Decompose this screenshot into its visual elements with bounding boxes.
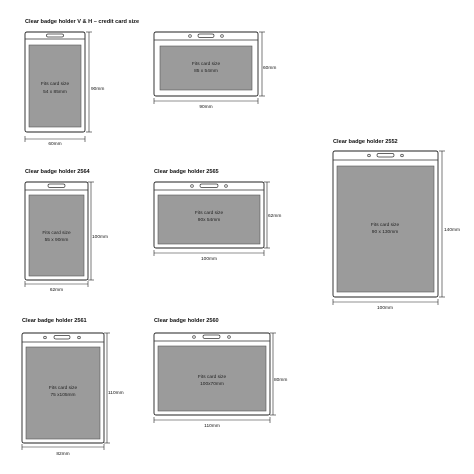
punch-hole [224, 184, 228, 188]
card-label: Fits card size [198, 374, 227, 380]
badge-title: Clear badge holder 2552 [333, 139, 398, 145]
punch-hole [43, 335, 47, 340]
height-label: 100mm [92, 234, 108, 240]
slot-punch [376, 153, 395, 158]
card-size: 90x 54mm [198, 217, 220, 223]
card-size: 100x70mm [200, 381, 224, 387]
card-label: Fits card size [192, 61, 221, 67]
card-label: Fits card size [195, 210, 224, 216]
card-label: Fits card size [42, 230, 71, 236]
width-label: 60mm [48, 141, 61, 147]
card-label: Fits card size [41, 81, 70, 87]
punch-hole [188, 34, 192, 38]
width-label: 100mm [377, 305, 393, 311]
card-label: Fits card size [371, 222, 400, 228]
card-window [159, 45, 253, 91]
badge-title: Clear badge holder 2560 [154, 318, 219, 324]
width-dimension [153, 250, 265, 256]
card-size: 90 x 130mm [372, 229, 398, 235]
width-label: 100mm [201, 256, 217, 262]
card-size: 75 x105mm [50, 392, 75, 398]
slot-punch [53, 335, 71, 340]
slot-punch [47, 183, 66, 188]
slot-punch [202, 334, 221, 339]
width-dimension [153, 417, 271, 423]
card-window [28, 44, 82, 128]
height-dimension [86, 31, 92, 133]
badge-holder-2552: Clear badge holder 2552 Fits card size 9… [332, 139, 460, 311]
width-label: 90mm [199, 104, 212, 110]
width-dimension [153, 98, 259, 104]
badge-holder-landscape: Fits card size 85 x 54mm 90mm 60mm [153, 31, 276, 110]
badge-holder-2561: Clear badge holder 2561 Fits card size 7… [21, 318, 124, 457]
badge-holder-v-h: Clear badge holder V & H – credit card s… [24, 19, 139, 147]
height-dimension [88, 181, 94, 281]
width-label: 62mm [50, 287, 63, 293]
card-size: 54 x 85mm [43, 89, 67, 95]
width-dimension [24, 136, 86, 142]
height-label: 90mm [91, 86, 104, 92]
card-window [336, 165, 435, 293]
width-label: 82mm [56, 451, 69, 457]
card-window [28, 194, 85, 277]
card-size: 55 x 90mm [45, 237, 69, 243]
height-dimension [264, 181, 270, 249]
badge-holder-2564: Clear badge holder 2564 Fits card size 5… [24, 169, 108, 293]
card-window [25, 346, 101, 440]
badge-title: Clear badge holder 2565 [154, 169, 219, 175]
slot-punch [197, 33, 215, 38]
punch-hole [400, 153, 404, 158]
width-dimension [332, 299, 439, 305]
width-label: 110mm [204, 423, 220, 429]
badge-title: Clear badge holder 2564 [25, 169, 91, 175]
slot-punch [199, 183, 219, 188]
height-label: 80mm [274, 377, 287, 383]
punch-hole [190, 184, 194, 188]
card-window [157, 194, 261, 245]
card-label: Fits card size [49, 385, 78, 391]
height-label: 60mm [263, 65, 276, 71]
height-label: 110mm [108, 390, 124, 396]
height-dimension [270, 332, 276, 416]
height-dimension [259, 31, 265, 97]
width-dimension [24, 281, 89, 287]
badge-title: Clear badge holder V & H – credit card s… [25, 19, 139, 25]
width-dimension [21, 444, 105, 450]
punch-hole [192, 335, 196, 339]
punch-hole [220, 34, 224, 38]
punch-hole [227, 335, 231, 339]
badge-holder-2560: Clear badge holder 2560 Fits card size 1… [153, 318, 287, 429]
card-size: 85 x 54mm [194, 68, 218, 74]
card-window [157, 345, 267, 412]
slot-punch [46, 33, 64, 38]
badge-title: Clear badge holder 2561 [22, 318, 87, 324]
punch-hole [367, 153, 371, 158]
height-label: 62mm [268, 213, 281, 219]
height-label: 140mm [444, 227, 460, 233]
height-dimension [104, 332, 110, 444]
height-dimension [439, 150, 445, 298]
punch-hole [77, 335, 81, 340]
badge-holder-2565: Clear badge holder 2565 Fits card size 9… [153, 169, 281, 262]
